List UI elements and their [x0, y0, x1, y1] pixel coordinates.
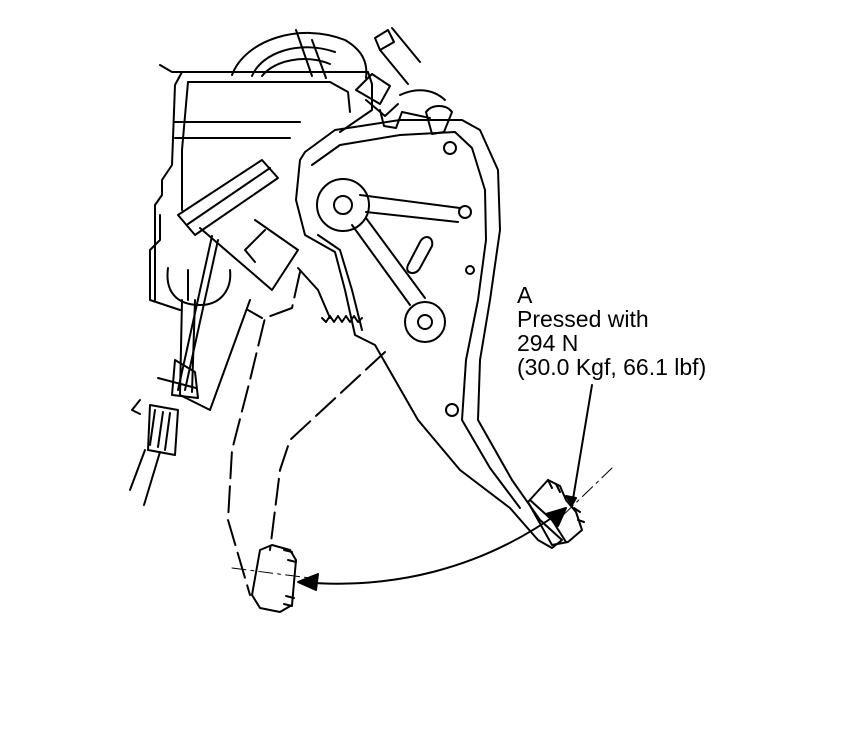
- callout-leader-line: [565, 384, 593, 506]
- upper-housing: [149, 29, 373, 311]
- parking-brake-pedal-arm: [295, 119, 563, 549]
- callout-line-pressed: Pressed with: [517, 306, 649, 332]
- pedal-travel-arrow: [297, 507, 567, 591]
- callout-line-force: 294 N: [517, 330, 579, 356]
- force-centerline: [231, 467, 613, 579]
- pedal-released-outline: [227, 271, 386, 596]
- brake-cable: [129, 235, 251, 506]
- callout-line-conversion: (30.0 Kgf, 66.1 lbf): [517, 354, 707, 380]
- pedal-pad-released: [251, 544, 297, 613]
- callout-letter: A: [517, 282, 533, 308]
- force-callout: A Pressed with 294 N (30.0 Kgf, 66.1 lbf…: [517, 283, 706, 379]
